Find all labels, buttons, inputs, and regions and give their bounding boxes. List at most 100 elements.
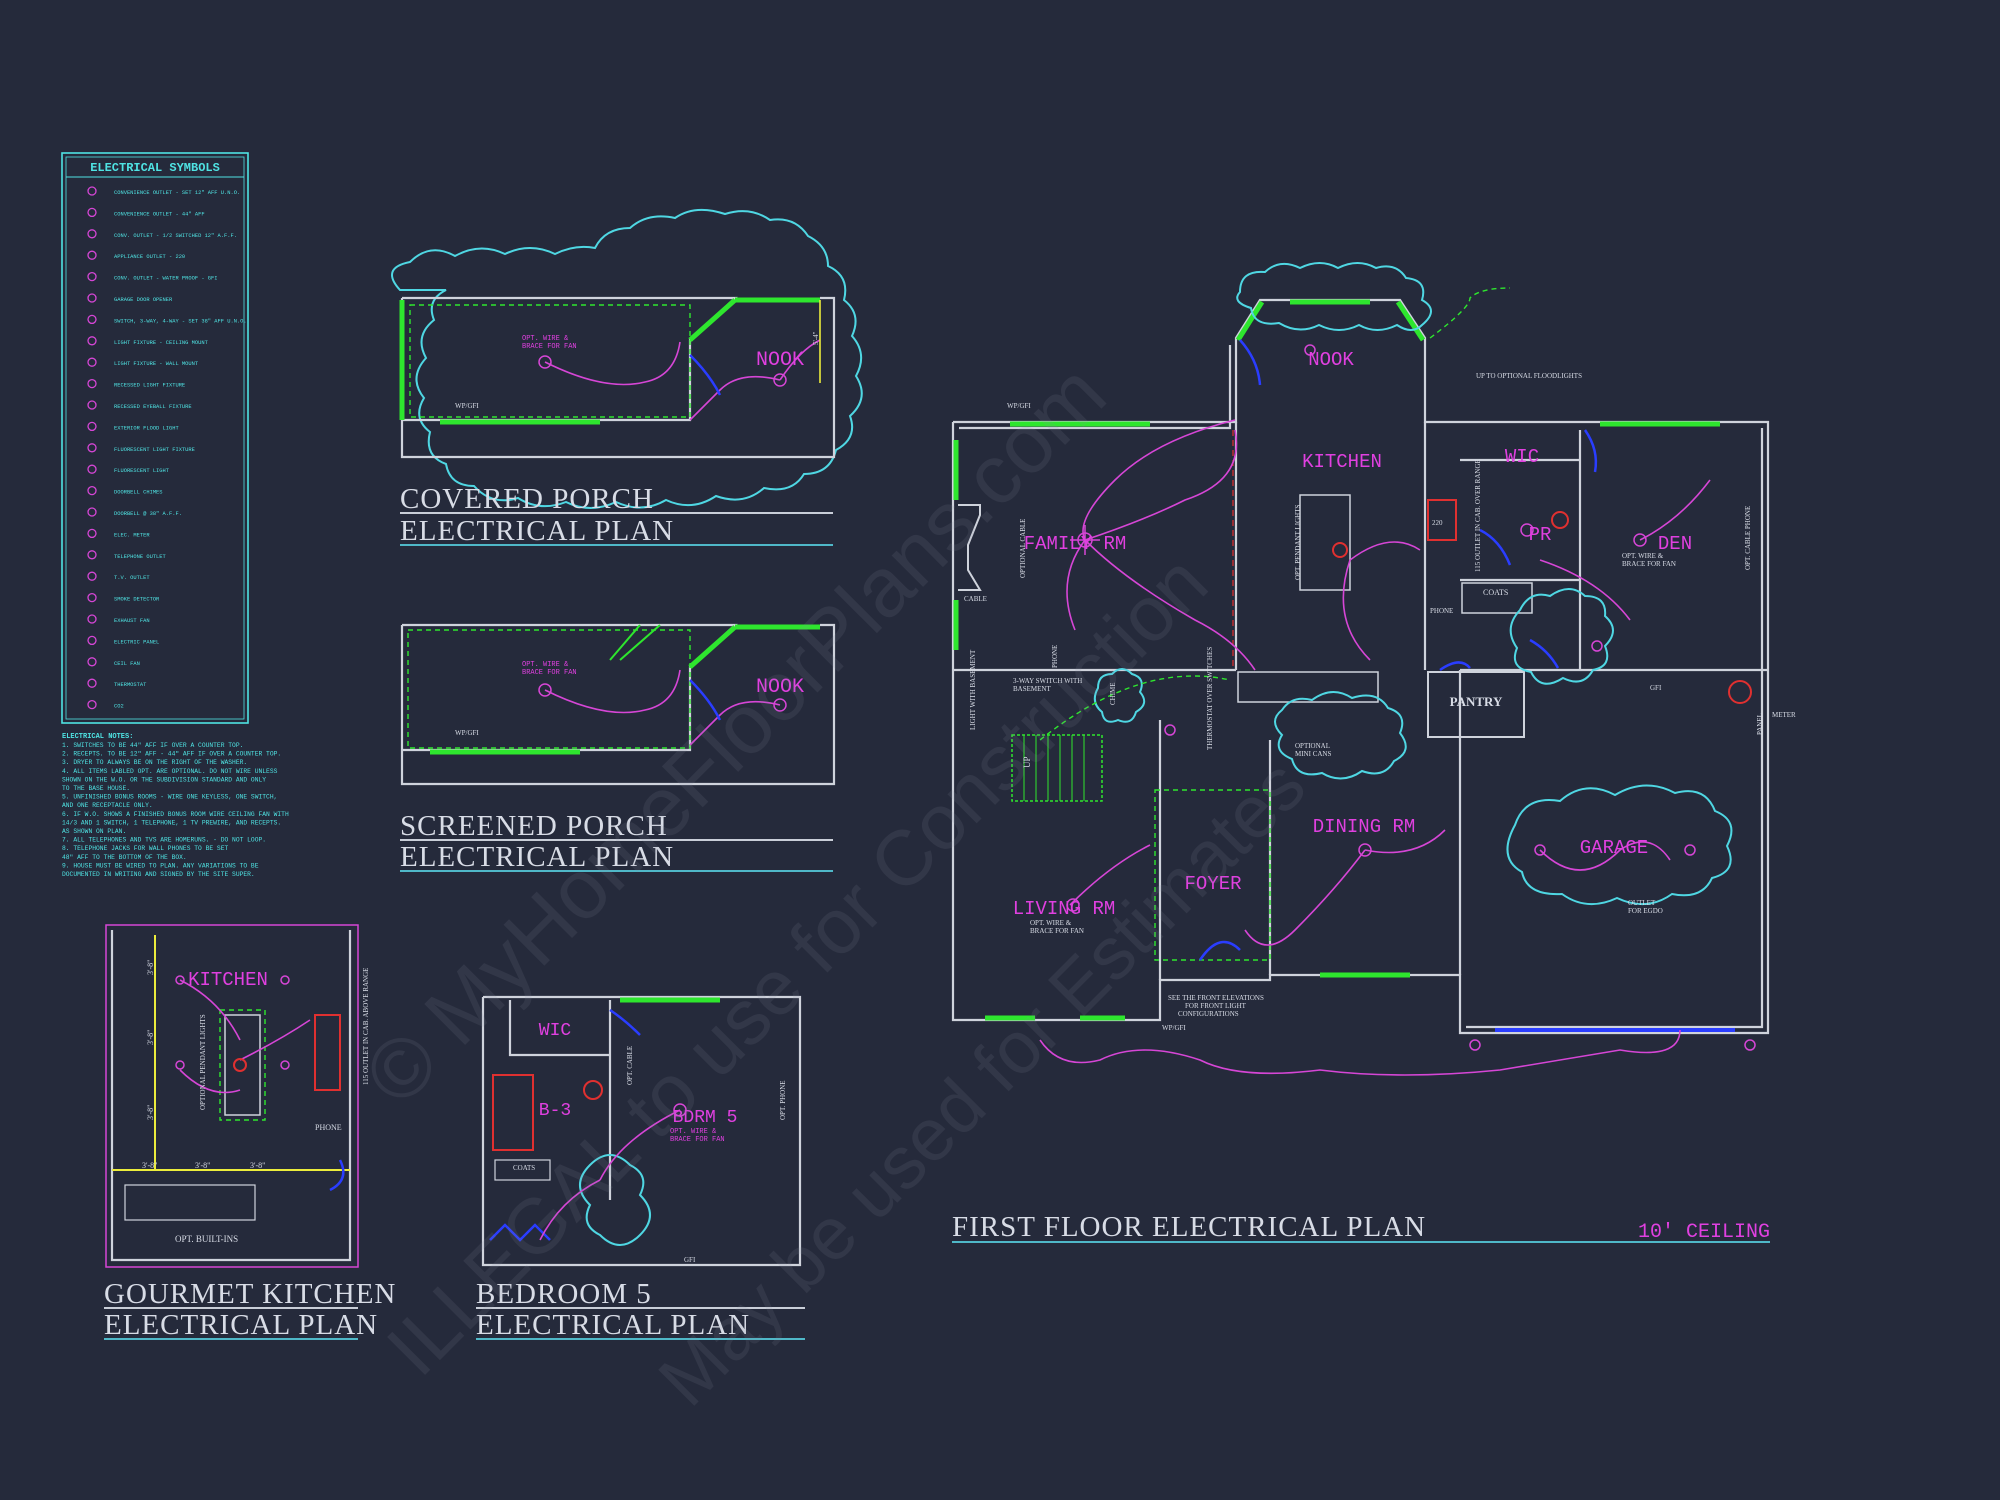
svg-text:BRACE FOR FAN: BRACE FOR FAN bbox=[1030, 927, 1084, 935]
bedroom5-title-2: ELECTRICAL PLAN bbox=[476, 1309, 750, 1341]
note-line: AS SHOWN ON PLAN. bbox=[62, 828, 126, 835]
legend-item-label: CEIL FAN bbox=[114, 661, 140, 667]
island bbox=[224, 1014, 261, 1116]
room-label-pr: PR bbox=[1529, 524, 1552, 546]
svg-text:BASEMENT: BASEMENT bbox=[1013, 685, 1051, 693]
svg-text:GFI: GFI bbox=[1650, 684, 1662, 692]
legend-symbol-icon bbox=[87, 186, 97, 196]
svg-text:CABLE: CABLE bbox=[964, 595, 987, 603]
svg-text:OPT. PENDANT LIGHTS: OPT. PENDANT LIGHTS bbox=[1294, 505, 1302, 580]
svg-text:115 OUTLET IN CAB. OVER RANGE: 115 OUTLET IN CAB. OVER RANGE bbox=[1474, 459, 1482, 572]
legend-symbol-icon bbox=[87, 571, 97, 581]
legend-item-label: CONV. OUTLET - WATER PROOF - GFI bbox=[114, 276, 218, 282]
note-line: SHOWN ON THE W.O. OR THE SUBDIVISION STA… bbox=[62, 776, 266, 783]
svg-text:FOR FRONT LIGHT: FOR FRONT LIGHT bbox=[1185, 1002, 1247, 1010]
svg-text:OPT. WIRE &: OPT. WIRE & bbox=[1030, 919, 1072, 927]
svg-text:3'-8": 3'-8" bbox=[250, 1161, 265, 1170]
legend-symbol-icon bbox=[87, 550, 97, 560]
screened-porch-title-1: SCREENED PORCH bbox=[400, 810, 668, 842]
legend-item-label: T.V. OUTLET bbox=[114, 575, 150, 581]
legend-symbol-icon bbox=[87, 464, 97, 474]
svg-text:WP/GFI: WP/GFI bbox=[455, 729, 479, 737]
electrical-notes: ELECTRICAL NOTES: 1. SWITCHES TO BE 44" … bbox=[62, 733, 289, 878]
svg-text:SEE THE FRONT ELEVATIONS: SEE THE FRONT ELEVATIONS bbox=[1168, 994, 1264, 1002]
svg-text:UP TO OPTIONAL FLOODLIGHTS: UP TO OPTIONAL FLOODLIGHTS bbox=[1476, 372, 1582, 380]
screened-porch-plan: NOOK OPT. WIRE & BRACE FOR FAN WP/GFI SC… bbox=[400, 623, 836, 873]
note-line: DOCUMENTED IN WRITING AND SIGNED BY THE … bbox=[62, 871, 255, 878]
svg-text:CONFIGURATIONS: CONFIGURATIONS bbox=[1178, 1010, 1239, 1018]
svg-text:OPT. WIRE &: OPT. WIRE & bbox=[522, 661, 569, 669]
room-label-pantry: PANTRY bbox=[1450, 694, 1503, 709]
svg-text:PHONE: PHONE bbox=[1051, 645, 1059, 668]
gourmet-kitchen-title-1: GOURMET KITCHEN bbox=[104, 1278, 396, 1310]
svg-text:PHONE: PHONE bbox=[1430, 607, 1453, 615]
svg-text:MINI CANS: MINI CANS bbox=[1295, 750, 1331, 758]
legend-item-label: CO2 bbox=[114, 704, 124, 710]
legend-symbol-icon bbox=[87, 293, 97, 303]
svg-text:PANEL: PANEL bbox=[1756, 713, 1764, 735]
legend-item-label: EXTERIOR FLOOD LIGHT bbox=[114, 425, 179, 431]
legend-symbol-icon bbox=[87, 271, 97, 282]
legend-item-label: SMOKE DETECTOR bbox=[114, 597, 160, 603]
room-label-nook: NOOK bbox=[1308, 349, 1354, 371]
legend-symbol-icon bbox=[87, 592, 97, 603]
note-line: 1. SWITCHES TO BE 44" AFF IF OVER A COUN… bbox=[62, 742, 243, 749]
note-line: TO THE BASE HOUSE. bbox=[62, 785, 130, 792]
ceiling-fan-icon bbox=[1070, 525, 1100, 555]
svg-text:OPT. WIRE &: OPT. WIRE & bbox=[1622, 552, 1664, 560]
legend-symbol-icon bbox=[87, 443, 97, 453]
svg-text:BRACE FOR FAN: BRACE FOR FAN bbox=[522, 343, 577, 351]
ceiling-fan-icon bbox=[1358, 843, 1372, 857]
covered-porch-plan: NOOK OPT. WIRE & BRACE FOR FAN WP/GFI 5'… bbox=[391, 208, 863, 547]
legend-item-label: TELEPHONE OUTLET bbox=[114, 554, 167, 560]
room-label-kitchen: KITCHEN bbox=[188, 969, 268, 991]
room-label-bdrm5: BDRM 5 bbox=[673, 1108, 738, 1128]
first-floor-plan: NOOK KITCHEN WIC PR DEN FAMILY RM PANTRY… bbox=[951, 262, 1796, 1244]
notes-title: ELECTRICAL NOTES: bbox=[62, 733, 133, 741]
svg-text:BRACE FOR FAN: BRACE FOR FAN bbox=[522, 669, 577, 677]
range bbox=[314, 1014, 341, 1091]
legend-item-label: DOORBELL @ 38" A.F.F. bbox=[114, 511, 182, 517]
room-label-dining-rm: DINING RM bbox=[1313, 816, 1416, 838]
svg-text:220: 220 bbox=[1432, 519, 1443, 527]
svg-text:3'-8": 3'-8" bbox=[142, 1161, 157, 1170]
note-line: 48" AFF TO THE BOTTOM OF THE BOX. bbox=[62, 854, 187, 861]
svg-text:GFI: GFI bbox=[684, 1256, 696, 1264]
legend-item-label: DOORBELL CHIMES bbox=[114, 490, 163, 496]
covered-porch-title-1: COVERED PORCH bbox=[400, 483, 654, 515]
note-line: 3. DRYER TO ALWAYS BE ON THE RIGHT OF TH… bbox=[62, 759, 247, 766]
bathtub bbox=[492, 1074, 534, 1151]
legend-symbol-icon bbox=[87, 678, 97, 688]
range bbox=[1427, 499, 1457, 541]
room-label-b3: B-3 bbox=[539, 1101, 571, 1121]
legend-item-label: RECESSED LIGHT FIXTURE bbox=[114, 383, 185, 389]
svg-text:WP/GFI: WP/GFI bbox=[1007, 402, 1031, 410]
bedroom5-title-1: BEDROOM 5 bbox=[476, 1278, 652, 1310]
svg-text:3'-8": 3'-8" bbox=[195, 1161, 210, 1170]
room-label-living-rm: LIVING RM bbox=[1013, 898, 1116, 920]
room-label-foyer: FOYER bbox=[1184, 873, 1241, 895]
legend-item-label: RECESSED EYEBALL FIXTURE bbox=[114, 404, 192, 410]
svg-text:OPT. BUILT-INS: OPT. BUILT-INS bbox=[175, 1234, 238, 1244]
legend-item-label: LIGHT FIXTURE - CEILING MOUNT bbox=[114, 340, 209, 346]
legend-item-label: CONVENIENCE OUTLET - 44" AFF bbox=[114, 211, 205, 217]
fan-icon bbox=[673, 1103, 687, 1117]
svg-text:3'-8": 3'-8" bbox=[146, 960, 155, 975]
svg-text:WP/GFI: WP/GFI bbox=[455, 402, 479, 410]
legend-item-label: SWITCH, 3-WAY, 4-WAY - SET 38" AFF U.N.O… bbox=[114, 318, 247, 324]
fan-icon bbox=[1066, 898, 1080, 912]
legend-symbol-icon bbox=[87, 250, 97, 260]
first-floor-title: FIRST FLOOR ELECTRICAL PLAN bbox=[952, 1211, 1426, 1243]
screened-porch-title-2: ELECTRICAL PLAN bbox=[400, 841, 674, 873]
legend-symbol-icon bbox=[87, 400, 97, 410]
electric-panel-icon bbox=[1728, 680, 1752, 704]
legend-symbol-icon bbox=[87, 336, 97, 346]
svg-text:OPTIONAL PENDANT LIGHTS: OPTIONAL PENDANT LIGHTS bbox=[199, 1014, 207, 1110]
svg-text:115 OUTLET IN CAB. ABOVE RANGE: 115 OUTLET IN CAB. ABOVE RANGE bbox=[362, 968, 370, 1085]
svg-text:5'-4": 5'-4" bbox=[812, 331, 820, 345]
svg-text:CHIME: CHIME bbox=[1109, 682, 1117, 705]
legend-item-label: ELECTRIC PANEL bbox=[114, 639, 159, 645]
electrical-symbols-legend: ELECTRICAL SYMBOLS CONVENIENCE OUTLET - … bbox=[61, 152, 249, 724]
fan-icon bbox=[538, 355, 552, 369]
svg-text:OPT. WIRE &: OPT. WIRE & bbox=[522, 335, 569, 343]
